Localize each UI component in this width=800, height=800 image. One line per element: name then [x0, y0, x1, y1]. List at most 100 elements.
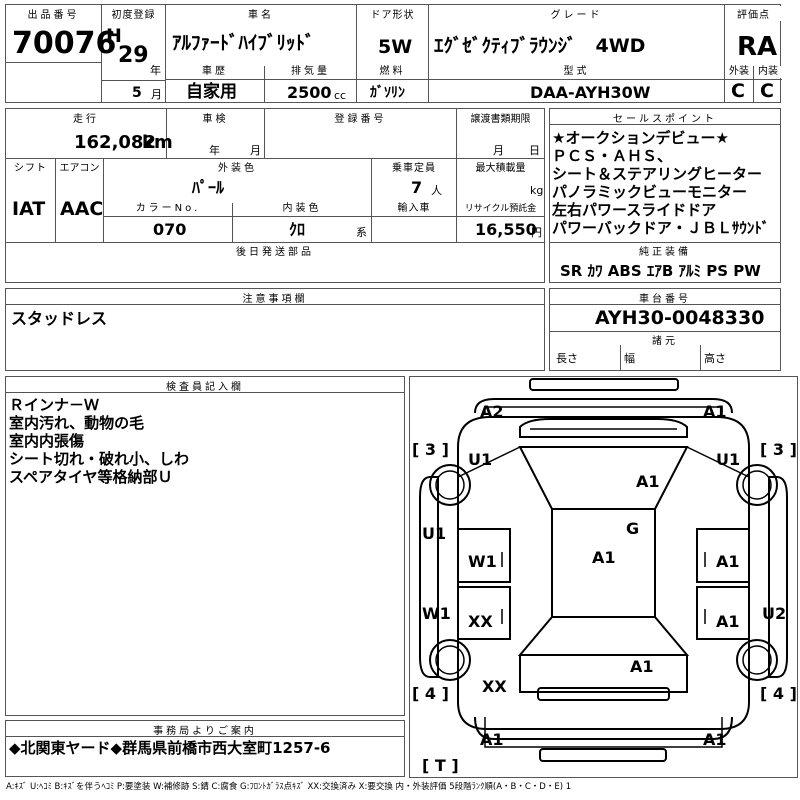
mark-door-front-right: A1: [716, 552, 740, 571]
ac-label: エアコン: [56, 159, 103, 174]
transfer-deadline-label: 譲渡書類期限: [457, 110, 544, 125]
exterior-color-label: 外装色: [104, 159, 371, 174]
max-load-unit: kg: [530, 184, 544, 197]
recycle-fee-unit: 円: [531, 226, 542, 239]
specs-label: 諸元: [550, 332, 780, 347]
inspector-note: 室内汚れ、動物の毛: [9, 414, 145, 432]
equipment-label: 純正装備: [550, 243, 780, 258]
sales-points-list: ★オークションデビュー★ ＰＣＳ・ＡＨＳ、 シート＆ステアリングヒーター パノラ…: [552, 129, 769, 237]
wheel-front-right: [736, 464, 778, 506]
transfer-month-unit: 月: [493, 144, 504, 157]
capacity-label: 乗車定員: [372, 159, 456, 174]
grade: ｴｸﾞｾﾞｸﾃｨﾌﾞﾗｳﾝｼﾞ 4WD: [434, 35, 646, 57]
inspector-note: Ｒインナ－Ｗ: [9, 396, 100, 414]
recycle-label: リサイクル預託金: [457, 203, 544, 215]
score: RA: [737, 32, 778, 62]
legend: A:ｷｽﾞ U:ﾍｺﾐ B:ｷｽﾞを伴うﾍｺﾐ P:要塗装 W:補修跡 S:錆 …: [6, 782, 572, 792]
inspection-month-unit: 月: [250, 144, 261, 157]
interior-grade: C: [760, 80, 774, 102]
rear-bumper-bottom: [539, 748, 667, 762]
year-unit: 年: [150, 64, 161, 77]
mark-door-front-left: W1: [468, 552, 497, 571]
era: H: [106, 25, 122, 47]
mark-door-front-left-side: U1: [422, 524, 446, 543]
sales-point-line: シート＆ステアリングヒーター: [552, 165, 763, 183]
history-label: 車歴: [166, 66, 264, 78]
mark-quarter-right: U2: [762, 604, 786, 623]
car-name-label: 車名: [166, 6, 356, 21]
mark-fender-left: U1: [468, 450, 492, 469]
max-load-label: 最大積載量: [457, 159, 544, 174]
sales-point-line: ★オークションデビュー★: [552, 129, 729, 147]
length-label: 長さ: [556, 352, 578, 365]
notes-box: 注意事項欄 スタッドレス: [5, 288, 545, 371]
lot-number-label: 出品番号: [6, 6, 101, 21]
mark-tire-front-left: [ 3 ]: [412, 440, 449, 459]
mark-rear-left: XX: [482, 677, 507, 696]
displacement-label: 排気量: [265, 66, 356, 78]
car-name: ｱﾙﾌｧｰﾄﾞﾊｲﾌﾞﾘｯﾄﾞ: [172, 32, 315, 54]
mark-spare-tire: [ T ]: [422, 756, 459, 775]
door-rear-left: [458, 586, 511, 640]
mark-tire-rear-right: [ 4 ]: [760, 684, 797, 703]
model-label: 型式: [429, 66, 724, 78]
notes-text: スタッドレス: [11, 309, 108, 328]
mileage-unit: km: [142, 132, 173, 153]
capacity-unit: 人: [431, 184, 442, 197]
wheel-rear-left: [429, 639, 471, 681]
sales-point-line: パノラミックビューモニター: [552, 183, 748, 201]
rear-window: [517, 616, 690, 656]
inspection-label: 車検: [167, 110, 264, 125]
width-label: 幅: [624, 352, 635, 365]
body-outline: [457, 416, 750, 730]
door-type: 5W: [378, 36, 413, 58]
office-info-box: 事務局よりご案内 ◆北関東ヤード◆群馬県前橋市西大室町1257-6: [5, 720, 405, 777]
registration-number-label: 登録番号: [265, 110, 456, 125]
inspector-note: スペアタイヤ等格納部Ｕ: [9, 468, 173, 486]
chassis-box: 車台番号 AYH30-0048330 諸元 長さ 幅 高さ: [549, 288, 781, 371]
sales-points-label: セールスポイント: [550, 110, 780, 125]
mark-rear-bumper-left: A1: [480, 730, 504, 749]
mark-hood: A1: [636, 472, 660, 491]
shift: IAT: [12, 198, 46, 220]
inspector-notes-box: 検査員記入欄 Ｒインナ－Ｗ 室内汚れ、動物の毛 室内内張傷 シート切れ・破れ小、…: [5, 376, 405, 716]
mileage-label: 走行: [6, 110, 166, 125]
interior-color-label: 内装色: [233, 203, 371, 215]
score-label: 評価点: [725, 6, 782, 21]
wheel-front-left: [429, 464, 471, 506]
rear-lamp-bar: [537, 687, 670, 701]
inspector-notes-label: 検査員記入欄: [6, 378, 404, 393]
sales-points-box: セールスポイント ★オークションデビュー★ ＰＣＳ・ＡＨＳ、 シート＆ステアリン…: [549, 108, 781, 283]
door-front-left: [458, 528, 511, 583]
front-bumper-top: [529, 378, 679, 391]
door-label: ドア形状: [357, 6, 428, 21]
mark-trunk: A1: [630, 657, 654, 676]
chassis-number: AYH30-0048330: [595, 307, 765, 329]
door-front-right: [696, 528, 749, 583]
registration-month: 5: [132, 85, 142, 101]
mark-door-rear-left: XX: [468, 612, 493, 631]
interior-label: 内装: [754, 66, 782, 78]
damage-diagram-box: A2 A1 [ 3 ] [ 3 ] U1 U1 A1 G U1 W1 A1 A1…: [409, 376, 798, 778]
interior-color: ｸﾛ: [289, 220, 306, 239]
mark-roof: A1: [592, 548, 616, 567]
recycle-fee: 16,550: [475, 220, 537, 239]
later-parts-label: 後日発送部品: [6, 243, 544, 258]
mark-front-left: A2: [480, 402, 504, 421]
import-label: 輸入車: [372, 203, 456, 215]
exterior-grade: C: [731, 80, 745, 102]
mark-tire-front-right: [ 3 ]: [760, 440, 797, 459]
mark-door-rear-left-side: W1: [422, 604, 451, 623]
month-unit: 月: [151, 88, 162, 101]
windshield: [518, 446, 689, 510]
car-diagram: A2 A1 [ 3 ] [ 3 ] U1 U1 A1 G U1 W1 A1 A1…: [412, 378, 797, 775]
mileage: 162,082: [74, 132, 156, 153]
fuel-label: 燃料: [357, 66, 428, 78]
registration-year: 29: [118, 43, 149, 68]
rear-bumper: [474, 716, 733, 740]
inspector-note: 室内内張傷: [9, 432, 85, 450]
exterior-label: 外装: [725, 66, 753, 78]
air-conditioner: AAC: [60, 198, 104, 220]
transfer-day-unit: 日: [529, 144, 540, 157]
inspection-year-unit: 年: [209, 144, 220, 157]
